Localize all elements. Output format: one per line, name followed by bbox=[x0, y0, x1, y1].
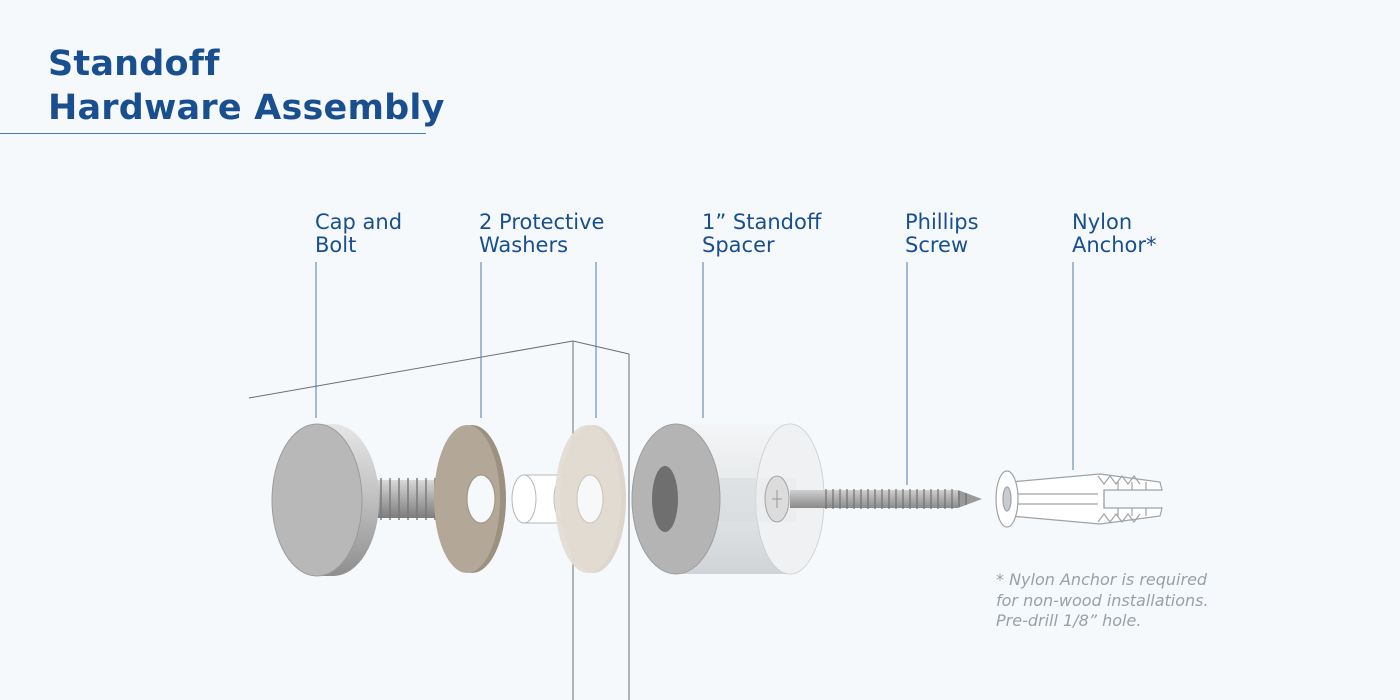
phillips-screw bbox=[790, 489, 982, 509]
label-spacer-line-2: Spacer bbox=[702, 233, 775, 257]
leader-lines bbox=[315, 262, 1074, 485]
protective-washer-2 bbox=[555, 425, 626, 573]
title-line-2: Hardware Assembly bbox=[48, 88, 445, 128]
label-spacer-line-1: 1” Standoff bbox=[702, 210, 822, 234]
label-washers-line-1: 2 Protective bbox=[479, 210, 605, 234]
label-cap-line-1: Cap and bbox=[315, 210, 403, 234]
footnote-line-1: * Nylon Anchor is required bbox=[996, 570, 1208, 589]
title-underline bbox=[0, 133, 426, 134]
label-cap-and-bolt: Cap and Bolt bbox=[315, 211, 402, 257]
anchor-footnote: * Nylon Anchor is required for non-wood … bbox=[996, 570, 1209, 632]
label-anchor-line-1: Nylon bbox=[1072, 210, 1133, 234]
label-protective-washers: 2 Protective Washers bbox=[479, 211, 604, 257]
label-washers-line-2: Washers bbox=[479, 233, 569, 257]
label-screw-line-1: Phillips bbox=[905, 210, 979, 234]
label-screw-line-2: Screw bbox=[905, 233, 969, 257]
footnote-line-2: for non-wood installations. bbox=[996, 590, 1209, 610]
protective-washer-1 bbox=[434, 425, 506, 573]
title-line-1: Standoff bbox=[48, 44, 220, 84]
label-nylon-anchor: Nylon Anchor* bbox=[1072, 211, 1157, 257]
label-standoff-spacer: 1” Standoff Spacer bbox=[702, 211, 821, 257]
label-anchor-line-2: Anchor* bbox=[1072, 233, 1157, 257]
label-cap-line-2: Bolt bbox=[315, 233, 357, 257]
page-title: Standoff Hardware Assembly bbox=[48, 42, 445, 130]
label-phillips-screw: Phillips Screw bbox=[905, 211, 979, 257]
footnote-line-3: Pre-drill 1/8” hole. bbox=[996, 611, 1142, 630]
nylon-anchor bbox=[995, 470, 1163, 528]
cap-and-bolt bbox=[271, 423, 471, 577]
